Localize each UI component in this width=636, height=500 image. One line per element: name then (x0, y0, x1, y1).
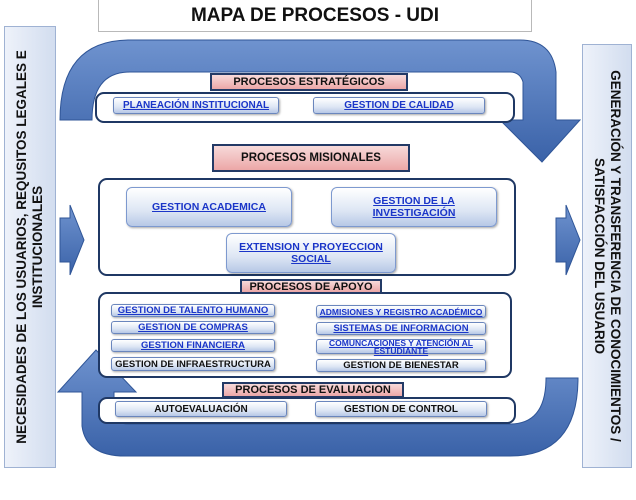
misionales-header: PROCESOS MISIONALES (212, 144, 410, 172)
talento-humano-button[interactable]: GESTION DE TALENTO HUMANO (111, 304, 275, 317)
output-arrow (555, 204, 581, 276)
right-output-label: GENERACIÓN Y TRANSFERENCIA DE CONOCIMIEN… (582, 44, 632, 468)
left-input-text: NECESIDADES DE LOS USUARIOS, REQUSITOS L… (14, 50, 46, 444)
gestion-control-button[interactable]: GESTION DE CONTROL (315, 401, 487, 417)
autoevaluacion-button[interactable]: AUTOEVALUACIÓN (115, 401, 287, 417)
bienestar-button[interactable]: GESTION DE BIENESTAR (316, 359, 486, 372)
page-title: MAPA DE PROCESOS - UDI (98, 0, 532, 32)
infraestructura-button[interactable]: GESTION DE INFRAESTRUCTURA (111, 357, 275, 371)
compras-button[interactable]: GESTION DE COMPRAS (111, 321, 275, 334)
gestion-calidad-button[interactable]: GESTION DE CALIDAD (313, 97, 485, 114)
apoyo-header: PROCESOS DE APOYO (240, 279, 382, 294)
admisiones-registro-button[interactable]: ADMISIONES Y REGISTRO ACADÉMICO (316, 305, 486, 318)
estrategicos-header: PROCESOS ESTRATÉGICOS (210, 73, 408, 91)
planeacion-institucional-button[interactable]: PLANEACIÓN INSTITUCIONAL (113, 97, 279, 114)
bottom-flow-arrow (56, 349, 579, 457)
input-arrow (59, 204, 85, 276)
financiera-button[interactable]: GESTION FINANCIERA (111, 339, 275, 352)
comunicaciones-atencion-button[interactable]: COMUNCACIONES Y ATENCIÓN AL ESTUDIANTE (316, 338, 486, 355)
right-output-text: GENERACIÓN Y TRANSFERENCIA DE CONOCIMIEN… (592, 70, 624, 442)
left-input-label: NECESIDADES DE LOS USUARIOS, REQUSITOS L… (4, 26, 56, 468)
gestion-academica-button[interactable]: GESTION ACADEMICA (126, 187, 292, 227)
evaluacion-header: PROCESOS DE EVALUACION (222, 382, 404, 398)
top-flow-arrow (59, 39, 582, 163)
gestion-investigacion-button[interactable]: GESTION DE LA INVESTIGACIÓN (331, 187, 497, 227)
sistemas-informacion-button[interactable]: SISTEMAS DE INFORMACION (316, 322, 486, 335)
extension-proyeccion-social-button[interactable]: EXTENSION Y PROYECCION SOCIAL (226, 233, 396, 273)
